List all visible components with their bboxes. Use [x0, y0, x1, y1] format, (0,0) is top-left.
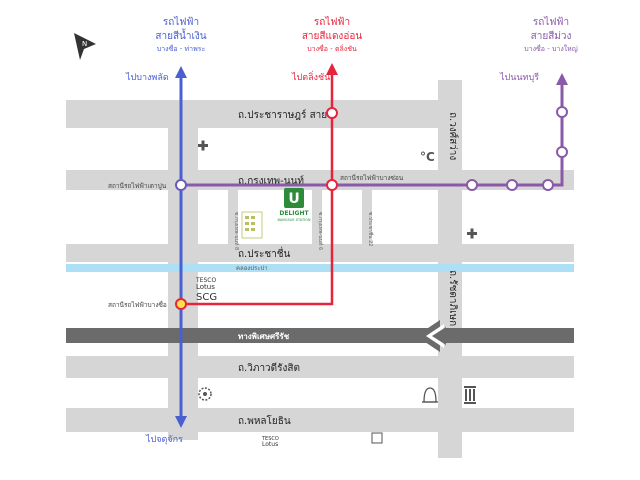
svg-text:TESCO: TESCO [261, 436, 279, 442]
building-icon [241, 211, 263, 239]
station-tao-poon[interactable] [175, 179, 187, 191]
road-label-vibhavadi: ถ.วิภาวดีรังสิต [238, 362, 300, 374]
svg-text:สายสีแดงอ่อน: สายสีแดงอ่อน [302, 30, 363, 42]
purple-line-arrow-up [556, 73, 568, 85]
plus-icon-2 [467, 228, 477, 239]
road-soi-22 [362, 188, 372, 244]
project-logo[interactable]: U DELIGHT BANGSUE STATION [278, 188, 311, 222]
road-phahonyothin [66, 408, 574, 432]
svg-text:Lotus: Lotus [196, 283, 215, 291]
blue-dest-top: ไปบางพลัด [125, 72, 169, 83]
blue-dest-bottom: ไปจตุจักร [145, 434, 183, 445]
canal-label: คลองประปา [236, 265, 268, 272]
station-red-prachachuen[interactable] [326, 107, 338, 119]
station-label-bang-son: สถานีรถไฟฟ้าบางซ่อน [340, 174, 404, 182]
station-purple-2[interactable] [506, 179, 518, 191]
svg-text:รถไฟฟ้า: รถไฟฟ้า [163, 16, 199, 28]
svg-text:TESCO: TESCO [195, 277, 216, 284]
project-name: DELIGHT [279, 210, 309, 217]
road-label-wongsawang: ถ.วงศ์สว่าง [447, 112, 459, 160]
svg-text:บางซื่อ - บางใหญ่: บางซื่อ - บางใหญ่ [524, 44, 578, 53]
temperature-logo-icon: °C [420, 150, 435, 164]
station-purple-5[interactable] [556, 106, 568, 118]
blue-line-arrow-up [175, 66, 187, 78]
svg-text:บางซื่อ - ท่าพระ: บางซื่อ - ท่าพระ [157, 44, 206, 53]
station-purple-1[interactable] [466, 179, 478, 191]
road-label-soi-22: ซ.ประชาชื่น 22 [367, 212, 374, 247]
svg-text:รถไฟฟ้า: รถไฟฟ้า [533, 16, 569, 28]
square-logo-icon [371, 432, 383, 444]
svg-text:สายสีน้ำเงิน: สายสีน้ำเงิน [155, 28, 206, 42]
columns-logo-icon [464, 386, 476, 404]
red-line-header: รถไฟฟ้า สายสีแดงอ่อน บางซื่อ - ตลิ่งชัน [302, 16, 363, 53]
bell-icon [422, 387, 438, 403]
gear-sun-icon [198, 387, 212, 401]
svg-text:รถไฟฟ้า: รถไฟฟ้า [314, 16, 350, 28]
road-soi-6 [312, 188, 322, 244]
road-prachachuen-1 [66, 100, 440, 128]
road-soi-8 [228, 188, 238, 244]
scg-logo: SCG [196, 292, 217, 303]
station-purple-3[interactable] [542, 179, 554, 191]
plus-icon-1 [198, 140, 208, 151]
red-line-arrow-up [326, 63, 338, 75]
station-purple-4[interactable] [556, 146, 568, 158]
svg-text:บางซื่อ - ตลิ่งชัน: บางซื่อ - ตลิ่งชัน [307, 44, 357, 53]
road-label-soi-8: ซ.กรุงเทพ-นนท์ 8 [233, 212, 240, 250]
svg-text:สายสีม่วง: สายสีม่วง [531, 30, 572, 42]
project-logo-letter: U [288, 191, 299, 207]
purple-line-header: รถไฟฟ้า สายสีม่วง บางซื่อ - บางใหญ่ [524, 16, 578, 53]
road-prachachuen [66, 244, 574, 262]
project-sub: BANGSUE STATION [278, 218, 311, 222]
expressway-label: ทางพิเศษศรีรัช [238, 331, 290, 341]
canal-prapa [66, 264, 574, 272]
blue-line-header: รถไฟฟ้า สายสีน้ำเงิน บางซื่อ - ท่าพระ [155, 16, 206, 53]
red-line-track [182, 70, 334, 306]
station-label-bang-sue: สถานีรถไฟฟ้าบางซื่อ [108, 300, 167, 309]
blue-line-arrow-down [175, 416, 187, 428]
purple-dest-top: ไปนนทบุรี [499, 72, 539, 83]
compass-icon: N [74, 33, 96, 60]
road-label-soi-6: ซ.กรุงเทพ-นนท์ 6 [317, 212, 324, 250]
tesco-lotus-logo-1: TESCO Lotus [195, 277, 216, 291]
road-label-prachachuen-1: ถ.ประชาราษฎร์ สาย 1 [238, 109, 337, 121]
red-dest-top: ไปตลิ่งชัน [291, 70, 330, 83]
tesco-lotus-logo-2: TESCO Lotus [261, 436, 279, 448]
purple-line-track [182, 80, 564, 187]
station-label-tao-poon: สถานีรถไฟฟ้าเตาปูน [108, 182, 167, 190]
road-label-prachachuen: ถ.ประชาชื่น [238, 246, 291, 260]
road-label-ratchadaphisek: ถ.รัชดาภิเษก [447, 270, 458, 326]
road-vibhavadi [66, 356, 574, 378]
road-label-phahonyothin: ถ.พหลโยธิน [238, 414, 291, 427]
station-bang-sue[interactable] [175, 298, 187, 310]
compass-letter: N [82, 40, 87, 48]
svg-text:Lotus: Lotus [262, 441, 278, 448]
station-bang-son[interactable] [326, 179, 338, 191]
expressway-sirat [66, 328, 574, 343]
